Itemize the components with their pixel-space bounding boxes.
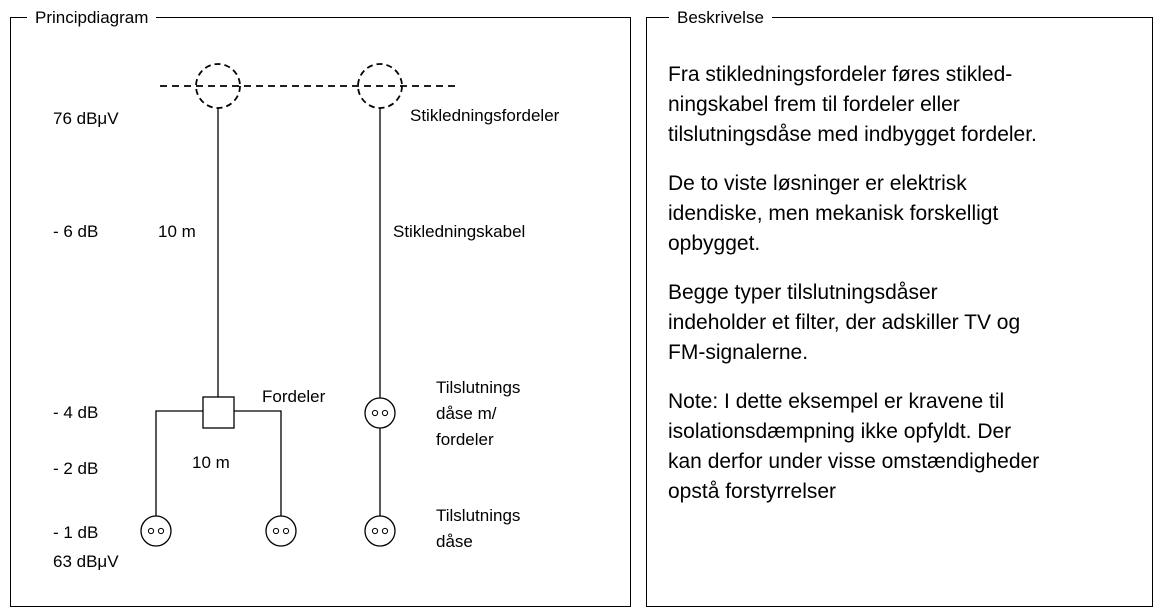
branch-cable-right — [234, 410, 282, 516]
splitter-label: Fordeler — [262, 387, 326, 406]
branch-cable-length-label: 10 m — [192, 453, 230, 472]
riser-distributor-label: Stikledningsfordeler — [410, 106, 560, 125]
description-panel: Beskrivelse — [646, 8, 1153, 607]
description-paragraph-1: Fra stikledningsfordeler føres stikled- … — [668, 63, 1037, 146]
description-paragraph-3: Begge typer tilslutningsdåser indeholder… — [668, 281, 1021, 364]
principle-diagram-title: Principdiagram — [27, 8, 157, 28]
level-output-label: 63 dBμV — [53, 552, 119, 571]
branch-cable-left — [155, 410, 203, 516]
outlet-with-splitter-icon — [364, 397, 396, 429]
outlet-label-line-2: dåse — [436, 532, 473, 551]
outlet-icon — [364, 515, 396, 547]
riser-cable-length-label: 10 m — [158, 222, 196, 241]
level-splitter-loss-label: - 4 dB — [53, 403, 98, 422]
level-input-label: 76 dBμV — [53, 109, 119, 128]
outlet-with-splitter-label-line-2: dåse m/ — [436, 404, 497, 423]
riser-cable-label: Stikledningskabel — [393, 222, 525, 241]
description-paragraph-4: Note: I dette eksempel er kravene til is… — [668, 390, 1040, 503]
description-title: Beskrivelse — [669, 8, 772, 28]
principle-diagram-panel: Principdiagram — [10, 8, 631, 607]
description-text: Fra stikledningsfordeler føres stikled- … — [668, 60, 1143, 526]
outlet-icon — [140, 515, 172, 547]
outlet-icon — [265, 515, 297, 547]
description-paragraph-2: De to viste løsninger er elektrisk idend… — [668, 172, 999, 255]
splitter-box — [202, 396, 235, 429]
outlet-label-line-1: Tilslutnings — [436, 506, 520, 525]
level-branch-loss-label: - 2 dB — [53, 459, 98, 478]
outlet-with-splitter-label-line-3: fordeler — [436, 430, 494, 449]
outlet-with-splitter-label-line-1: Tilslutnings — [436, 378, 520, 397]
level-outlet-loss-label: - 1 dB — [53, 523, 98, 542]
level-cable-loss-label: - 6 dB — [53, 222, 98, 241]
